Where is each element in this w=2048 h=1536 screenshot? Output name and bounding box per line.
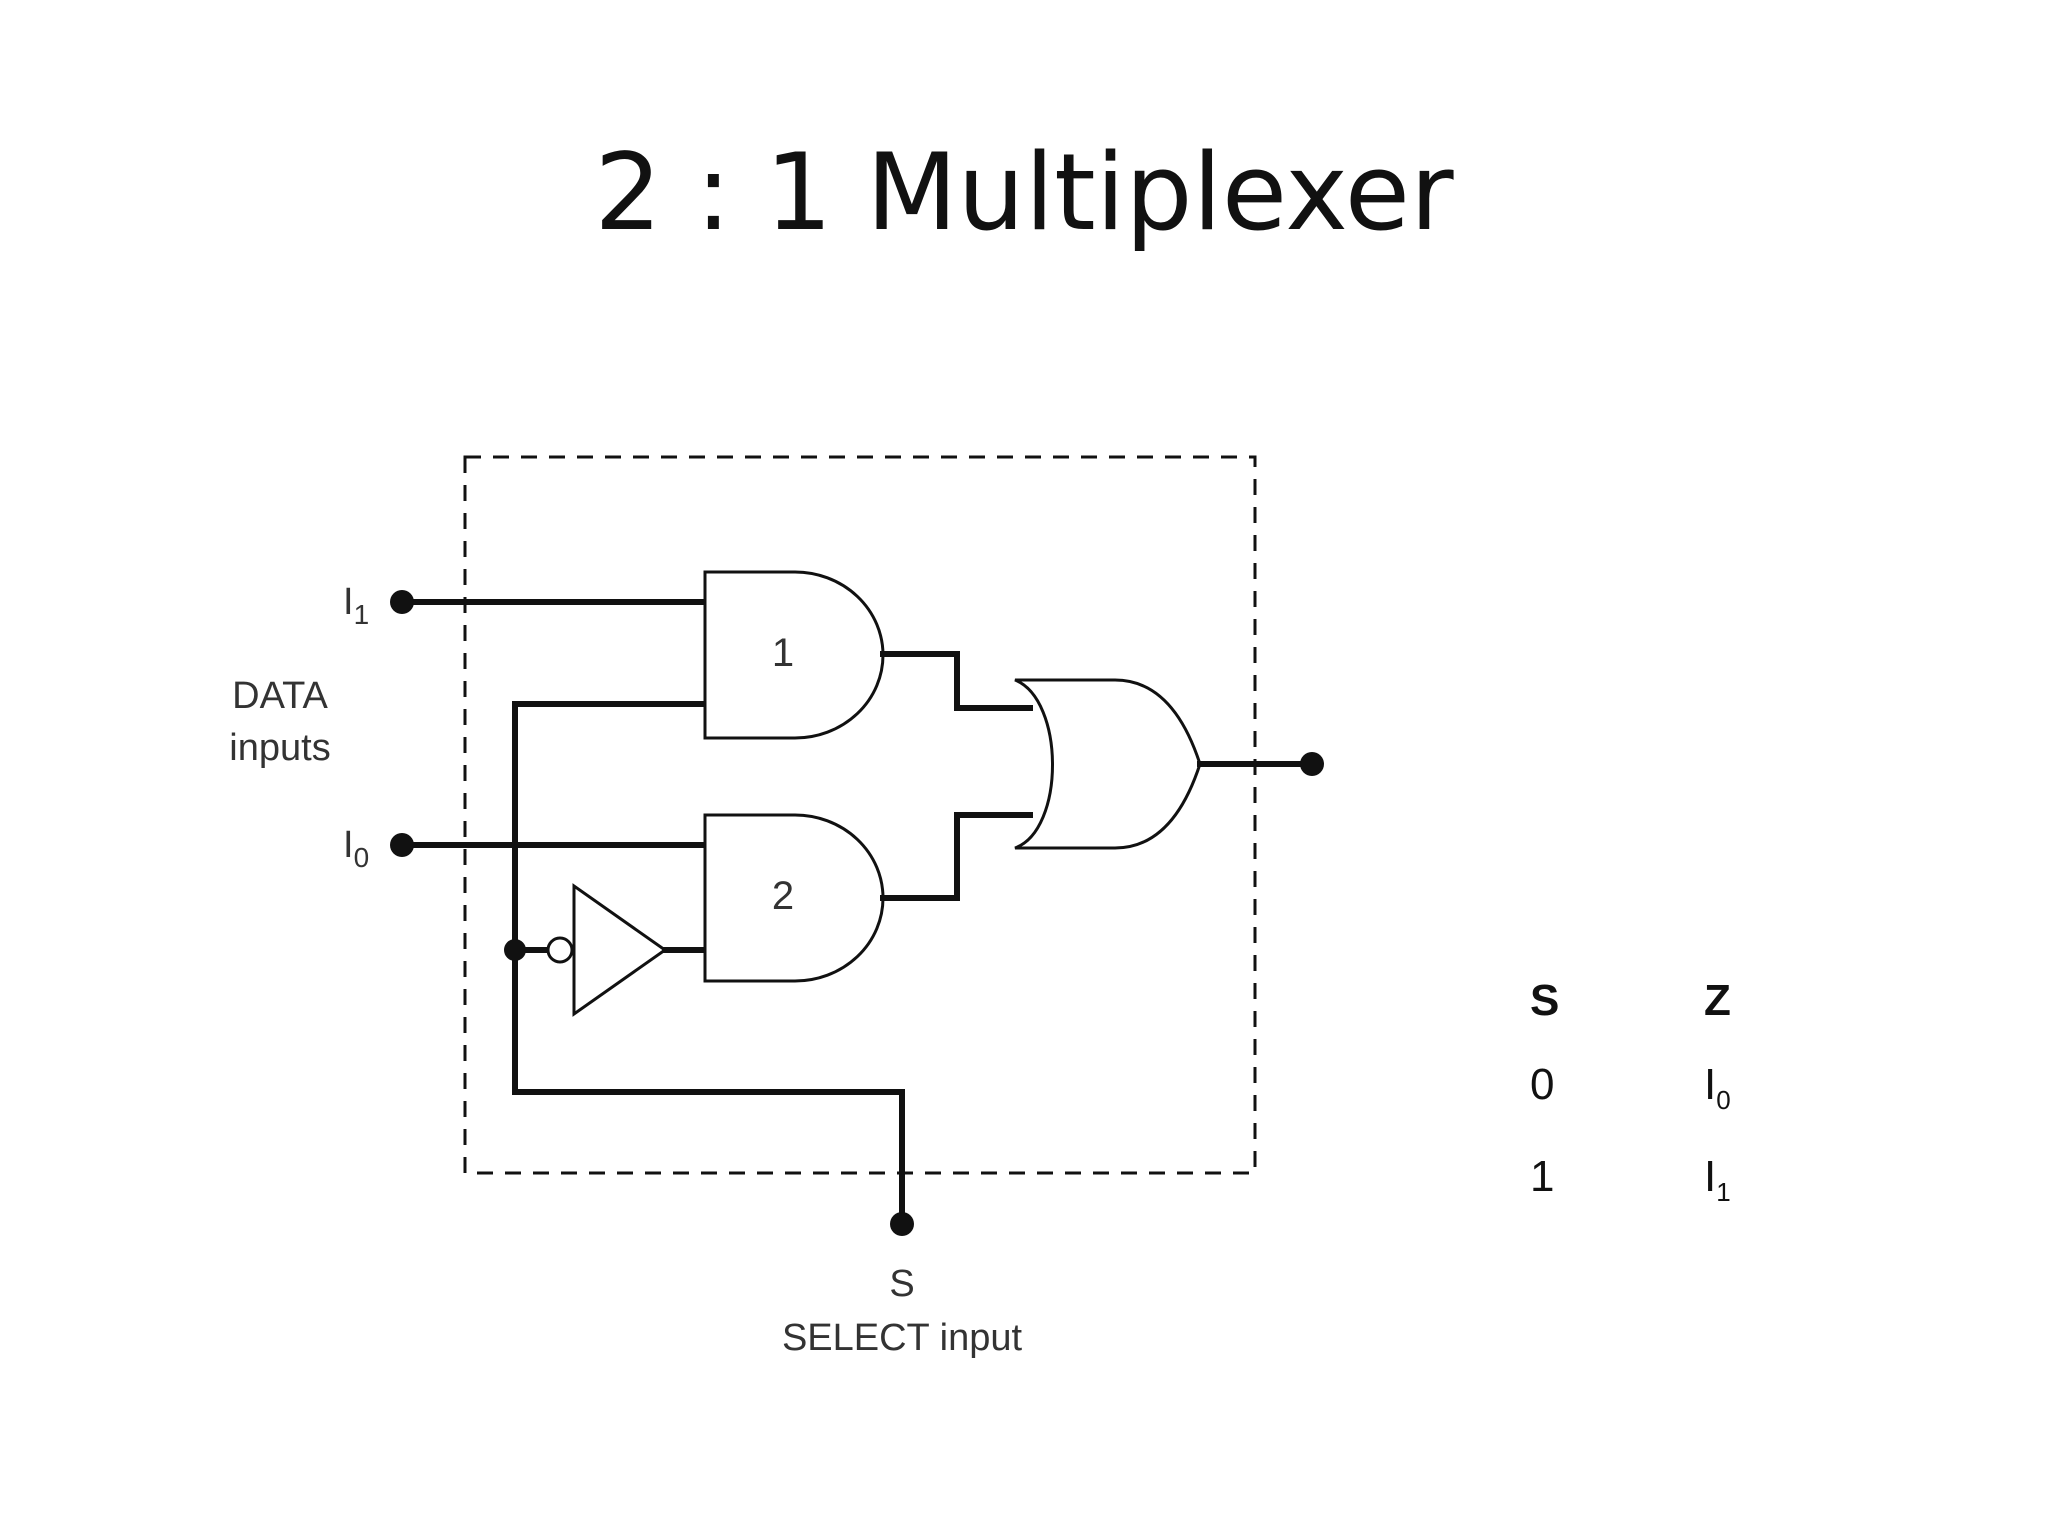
truth-table-row-0-z-base: I xyxy=(1704,1060,1717,1109)
i1-label-sub: 1 xyxy=(354,599,370,630)
truth-table-row-0-s: 0 xyxy=(1530,1060,1555,1109)
truth-table-row-1-s: 1 xyxy=(1530,1152,1555,1201)
gate-2-number: 2 xyxy=(772,874,794,918)
inverter-bubble xyxy=(546,936,574,964)
and2-to-or-wire xyxy=(880,812,1033,901)
slide-title: 2 : 1 Multiplexer xyxy=(594,131,1454,254)
select-terminal xyxy=(890,1212,914,1236)
truth-table-row-1-z-sub: 1 xyxy=(1716,1177,1731,1207)
i0-terminal xyxy=(390,833,414,857)
enclosure-box xyxy=(463,455,1257,1175)
and-gate-2 xyxy=(703,813,885,983)
output-terminal xyxy=(1300,752,1324,776)
truth-table-row-0-z: I0 xyxy=(1704,1060,1731,1116)
truth-table-row-1-z: I1 xyxy=(1704,1152,1731,1208)
i1-terminal xyxy=(390,590,414,614)
truth-table-header-s: S xyxy=(1530,976,1560,1025)
i0-label-sub: 0 xyxy=(354,842,370,873)
gate-1-number: 1 xyxy=(772,631,794,675)
and1-to-or-wire xyxy=(880,651,1033,711)
data-label-line2: inputs xyxy=(229,727,330,769)
truth-table-header-z: Z xyxy=(1704,976,1731,1025)
truth-table-row-0-z-sub: 0 xyxy=(1716,1085,1731,1115)
truth-table-row-1-z-base: I xyxy=(1704,1152,1717,1201)
i1-label: I1 xyxy=(343,581,369,630)
select-label: S xyxy=(889,1263,914,1305)
select-caption: SELECT input xyxy=(782,1317,1023,1359)
i0-label: I0 xyxy=(343,824,369,873)
i0-label-base: I xyxy=(343,824,354,866)
or-gate xyxy=(1014,678,1202,850)
data-label-line1: DATA xyxy=(232,675,328,717)
i1-label-base: I xyxy=(343,581,354,623)
select-bus-wire xyxy=(512,701,905,1225)
and-gate-1 xyxy=(703,570,885,740)
inverter-triangle xyxy=(572,883,668,1017)
